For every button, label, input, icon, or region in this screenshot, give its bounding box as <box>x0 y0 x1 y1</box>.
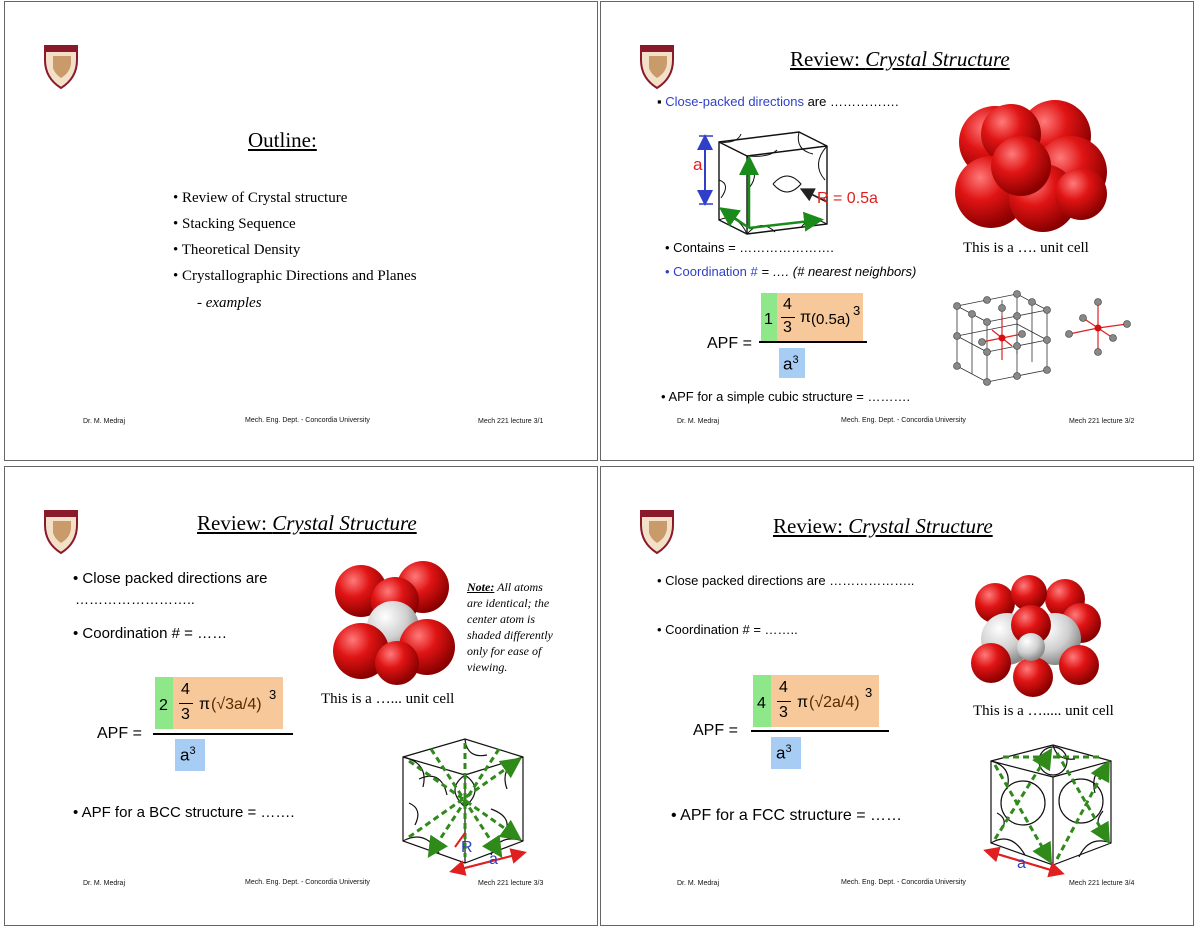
apf-denominator-box <box>771 737 801 769</box>
slide-title: Review: Crystal Structure <box>773 514 993 538</box>
apf-fraction-num: 4 <box>783 296 792 313</box>
outline-item-1: • Review of Crystal structure <box>173 190 348 206</box>
label-radius: R <box>461 839 473 856</box>
bullet-apf-bcc: • APF for a BCC structure = ……. <box>73 804 295 821</box>
note-text: Note: All atoms are identical; the cente… <box>467 580 553 674</box>
fraction-bar <box>179 703 193 704</box>
apf-denominator: a3 <box>180 745 196 765</box>
bullet-coordination: • Coordination # = …. (# nearest neighbo… <box>665 264 917 279</box>
footer-author: Dr. M. Medraj <box>677 880 720 887</box>
outline-sub-item: - examples <box>197 295 262 311</box>
outline-item-4: • Crystallographic Directions and Planes <box>173 268 417 284</box>
apf-coefficient-box <box>753 675 771 727</box>
outline-item-2: • Stacking Sequence <box>173 216 296 232</box>
coordination-diagram <box>1065 298 1131 356</box>
university-logo-icon <box>44 45 78 90</box>
bullet-close-packed: • Close packed directions are <box>73 570 268 587</box>
footer-lecture: Mech 221 lecture 3/1 <box>478 418 544 425</box>
fraction-bar <box>781 317 795 318</box>
apf-denominator: a3 <box>783 354 799 374</box>
apf-coefficient-box <box>155 677 173 729</box>
fraction-bar <box>777 701 791 702</box>
slide-2-simple-cubic: Review: Crystal Structure ▪ Close-packed… <box>600 1 1194 461</box>
footer-lecture: Mech 221 lecture 3/4 <box>1069 880 1135 887</box>
label-a: a <box>1017 855 1026 872</box>
footer-department: Mech. Eng. Dept. - Concordia University <box>245 417 370 424</box>
footer-department: Mech. Eng. Dept. - Concordia University <box>841 879 966 886</box>
apf-denominator: a3 <box>776 743 792 763</box>
unit-cell-caption: This is a …. unit cell <box>963 240 1089 256</box>
apf-divider <box>153 733 293 735</box>
apf-radius: (√2a/4) <box>809 694 860 711</box>
apf-label: APF = <box>707 335 752 352</box>
unit-cell-caption: This is a …..... unit cell <box>973 703 1114 719</box>
university-logo-icon <box>640 45 674 90</box>
bcc-cell-diagram <box>402 738 527 876</box>
university-logo-icon <box>640 510 674 555</box>
footer-lecture: Mech 221 lecture 3/2 <box>1069 418 1135 425</box>
bullet-apf-fcc: • APF for a FCC structure = …… <box>671 807 902 824</box>
slide-3-bcc: Review: Crystal Structure • Close packed… <box>4 466 598 926</box>
apf-coefficient: 1 <box>764 311 773 328</box>
apf-coefficient: 2 <box>159 697 168 714</box>
apf-fraction-num: 4 <box>181 681 190 698</box>
bullet-coordination: • Coordination # = …… <box>73 625 228 642</box>
footer-author: Dr. M. Medraj <box>677 418 720 425</box>
apf-pi: π <box>797 694 809 711</box>
apf-radius: (0.5a) <box>811 311 851 328</box>
apf-fraction-den: 3 <box>783 319 792 336</box>
apf-divider <box>759 341 867 343</box>
apf-exponent: 3 <box>865 685 873 700</box>
bullet-coordination: • Coordination # = …….. <box>657 622 798 637</box>
slide-4-fcc: Review: Crystal Structure • Close packed… <box>600 466 1194 926</box>
slide-1-outline: Outline: • Review of Crystal structure •… <box>4 1 598 461</box>
apf-coefficient: 4 <box>757 695 766 712</box>
footer-author: Dr. M. Medraj <box>83 418 126 425</box>
fcc-cell-diagram <box>983 744 1112 878</box>
slide-title: Outline: <box>248 128 317 152</box>
bullet-close-packed-cont: …………………….. <box>75 591 195 607</box>
bullet-contains: • Contains = …………………. <box>665 240 834 255</box>
apf-pi: π <box>199 696 211 713</box>
apf-exponent: 3 <box>853 303 861 318</box>
apf-exponent: 3 <box>269 687 277 702</box>
footer-department: Mech. Eng. Dept. - Concordia University <box>245 879 370 886</box>
footer-lecture: Mech 221 lecture 3/3 <box>478 880 544 887</box>
label-radius: R = 0.5a <box>817 190 878 207</box>
slide-title: Review: Crystal Structure <box>790 47 1010 71</box>
footer-department: Mech. Eng. Dept. - Concordia University <box>841 417 966 424</box>
apf-divider <box>751 730 889 732</box>
bullet-close-packed: • Close packed directions are ……………….. <box>657 573 915 588</box>
apf-label: APF = <box>693 722 738 739</box>
simple-cubic-spheres-image <box>955 100 1107 232</box>
bcc-spheres-image <box>333 561 455 685</box>
apf-denominator-box <box>175 739 205 771</box>
bullet-close-packed: ▪ Close-packed directions are ……………. <box>657 94 899 109</box>
apf-radius: (√3a/4) <box>211 696 262 713</box>
slide-title: Review: Crystal Structure <box>197 511 417 535</box>
fcc-spheres-image <box>971 575 1101 697</box>
simple-cubic-lattice-diagram <box>953 290 1051 386</box>
label-a: a <box>693 155 703 174</box>
apf-fraction-num: 4 <box>779 679 788 696</box>
footer-author: Dr. M. Medraj <box>83 880 126 887</box>
apf-label: APF = <box>97 725 142 742</box>
outline-item-3: • Theoretical Density <box>173 242 301 258</box>
apf-pi: π <box>800 309 812 326</box>
apf-coefficient-box <box>761 293 777 341</box>
label-a: a <box>489 851 498 868</box>
apf-denominator-box <box>779 348 805 378</box>
apf-fraction-den: 3 <box>779 704 788 721</box>
simple-cubic-cell-diagram <box>697 131 828 235</box>
unit-cell-caption: This is a …... unit cell <box>321 691 455 707</box>
bullet-apf-simple-cubic: • APF for a simple cubic structure = ………… <box>661 389 911 404</box>
university-logo-icon <box>44 510 78 555</box>
apf-fraction-den: 3 <box>181 706 190 723</box>
